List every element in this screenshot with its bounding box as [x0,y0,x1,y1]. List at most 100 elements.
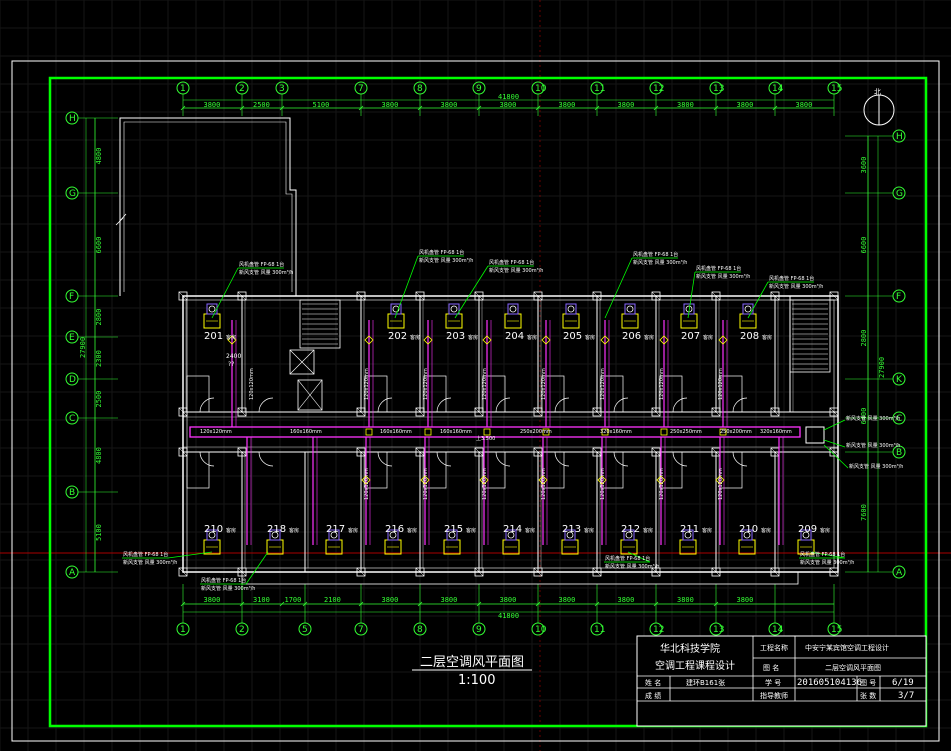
branch-duct-size: 120x120mm [541,368,547,400]
room-type-label: 客房 [348,527,358,534]
sheet-label: 图 号 [860,679,876,687]
upper-building-outline-inner [123,121,293,292]
fresh-air-note: 新风支管 风量 300m³/h [239,269,293,276]
duct-damper [542,428,550,436]
dimension-top: 3800 [796,101,813,109]
room-number: 215 [444,524,463,535]
room-number: 217 [326,524,345,535]
break-mark [115,213,127,226]
dimension-right: 7600 [860,504,868,521]
dimension-total-right: 27900 [878,357,886,378]
air-duct-system [189,320,825,545]
dimension-left: 5100 [95,524,103,541]
fan-coil-unit-top [504,303,522,329]
dimension-top: 3800 [441,101,458,109]
axis-label-top: 10 [535,84,547,94]
diffuser-marker [656,475,666,485]
room-type-label: 客房 [527,334,537,341]
fresh-air-unit [805,426,825,444]
branch-duct-size: 120x120mm [600,468,606,500]
room-number: 204 [505,331,524,342]
duct-size: 120x120mm [200,429,232,435]
axis-label-right: B [896,448,902,458]
duct-size: 320x160mm [600,429,632,435]
axis-label-right: F [896,292,901,302]
axis-label-top: 9 [476,84,482,94]
branch-duct-size: 120x120mm [364,368,370,400]
outer-frame [11,60,940,742]
drawing-scale: 1:100 [458,673,495,688]
drawing-title: 二层空调风平面图 [420,655,524,670]
fan-coil-unit-bottom [561,529,579,555]
axis-label-right: G [896,189,903,199]
teacher-label: 指导教师 [760,691,788,700]
sheet-value: 6/19 [892,678,914,688]
fan-coil-unit-bottom [443,529,461,555]
fan-coil-units [203,303,815,555]
axis-label-left: A [69,568,76,578]
fresh-air-note: 新风支管 风量 300m³/h [769,283,823,290]
dimension-left: 2800 [95,309,103,326]
diffuser-marker [479,475,489,485]
fresh-air-note: 新风支管 风量 300m³/h [849,463,903,470]
branch-duct-size: 120x120mm [541,468,547,500]
fan-coil-unit-top [387,303,405,329]
leader-line [823,439,846,448]
axis-label-right: A [896,568,903,578]
axis-label-bottom: 14 [772,625,784,635]
diffuser-marker [659,335,669,345]
school-name: 华北科技学院 [660,642,720,655]
stair-core [289,299,831,411]
diffuser-marker [227,335,237,345]
room-number: 201 [204,331,223,342]
room-number: 205 [563,331,582,342]
room-type-label: 客房 [410,334,420,341]
room-number: 213 [562,524,581,535]
room-type-label: 客房 [226,527,236,534]
room-number: 209 [798,524,817,535]
branch-duct-size: 120x120mm [482,368,488,400]
duct-size: 250x200mm [520,429,552,435]
building-inner-wall [186,299,835,569]
bottom-strip [241,571,799,585]
axis-label-bottom: 7 [358,625,364,635]
leader-line [245,551,269,585]
fresh-air-note: 新风支管 风量 300m³/h [489,267,543,274]
student-id-value: 201605104136 [797,678,862,688]
fresh-air-note: 新风支管 风量 300m³/h [419,257,473,264]
fan-coil-unit-bottom [738,529,756,555]
axis-label-right: K [896,375,903,385]
room-number: 218 [267,524,286,535]
fan-coil-note: 风机盘管 FP-68 1台 [605,555,650,562]
room-type-label: 客房 [289,527,299,534]
leader-line [454,265,489,319]
axis-label-bottom: 12 [653,625,664,635]
room-type-label: 客房 [407,527,417,534]
room-type-label: 客房 [703,334,713,341]
axis-label-top: 13 [713,84,724,94]
room-type-label: 客房 [466,527,476,534]
room-number: 216 [385,524,404,535]
score-label: 成 绩 [645,691,661,700]
diffuser-marker [420,475,430,485]
dimension-right: 6400 [860,408,868,425]
branch-duct-size: 120x120mm [364,468,370,500]
room-number: 202 [388,331,407,342]
dimension-bottom: 3800 [204,596,221,604]
dimension-bottom: 3800 [737,596,754,604]
dimension-top: 3800 [382,101,399,109]
fan-coil-unit-top [203,303,221,329]
fan-coil-note: 风机盘管 FP-68 1台 [633,251,678,258]
stair-note: 2400 [226,353,241,360]
axis-label-top: 12 [653,84,664,94]
leader-line [823,419,846,431]
branch-duct-size: 120x120mm [600,368,606,400]
dimension-bottom: 1700 [285,596,302,604]
dimension-right: 3600 [860,157,868,174]
fresh-air-note: 新风支管 风量 300m³/h [605,563,659,570]
leader-line [211,267,239,319]
